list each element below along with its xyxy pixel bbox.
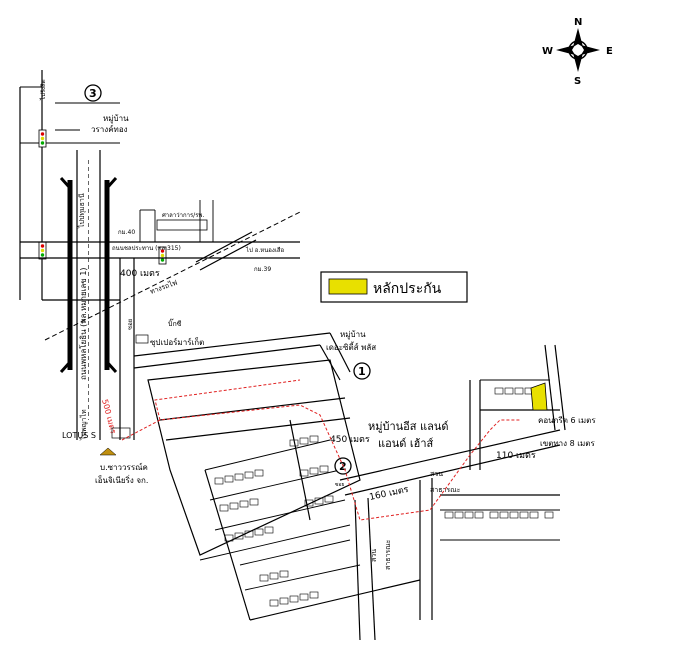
compass-rose: N S W E [542, 17, 613, 87]
marker-1-circle [353, 362, 371, 380]
label-village-east-2: แอนด์ เฮ้าส์ [378, 437, 434, 450]
label-soi-2: ซอย [335, 482, 344, 488]
label-to-rangsit: ไปรังสิต [39, 79, 47, 101]
label-hospital: ศาลาว่าการ/รพ. [162, 212, 204, 219]
legend-swatch [328, 278, 368, 295]
marker-2-label: 2 [339, 460, 347, 473]
compass-east-arrow [581, 45, 600, 55]
compass-s-label: S [574, 76, 581, 87]
label-road-width: เขตทาง 8 เมตร [540, 439, 595, 448]
hospital-block [156, 219, 208, 231]
lotus-store [111, 427, 131, 439]
label-village-city: หมู่บ้าน [340, 330, 366, 340]
compass-w-label: W [542, 46, 553, 57]
left-road-system: ไปรังสิต 3 หมู่บ้าน วรางค์ทอง [19, 70, 167, 301]
marker-1-label: 1 [358, 365, 366, 378]
label-public-2: สาธารณะ [384, 539, 392, 570]
traffic-light-icon [38, 241, 47, 260]
label-dist-110: 110 เมตร [496, 451, 536, 461]
compass-n-label: N [574, 17, 582, 28]
label-km40: กม.40 [118, 229, 135, 236]
subdivision-grid [147, 359, 421, 621]
label-bigc: บิ๊กซี [168, 318, 182, 328]
label-supermarket: ซุปเปอร์มาร์เก็ต [150, 337, 204, 347]
label-dist-500: 500 เมตร [100, 398, 118, 435]
label-park-2: สวน [370, 549, 378, 562]
traffic-light-icon [158, 246, 167, 265]
marker-3-circle [84, 84, 102, 102]
label-to-pathumthani: ไปปทุมธานี [77, 193, 86, 229]
label-km39: กม.39 [254, 266, 271, 273]
label-concrete: คอนกรีต 6 เมตร [538, 416, 596, 425]
label-public: สาธารณะ [430, 486, 461, 494]
label-village-east: หมู่บ้านอีส แลนด์ [368, 420, 449, 433]
label-lotus: LOTUS S [62, 431, 96, 440]
main-highway: ไปปทุมธานี ถนนพหลโยธิน (ทล.หมายเลข 1) ไป… [59, 150, 118, 441]
east-area: 450 เมตร หมู่บ้านอีส แลนด์ แอนด์ เฮ้าส์ … [330, 344, 596, 641]
label-dist-450: 450 เมตร [330, 435, 370, 445]
label-dist-400: 400 เมตร [120, 269, 160, 279]
label-park: สวน [430, 470, 443, 478]
compass-south-arrow [573, 53, 583, 72]
marker-3-label: 3 [89, 87, 97, 100]
label-company: บ.ซาววรรณ์ค [100, 462, 148, 472]
route-path [121, 379, 520, 521]
compass-e-label: E [606, 46, 613, 57]
compass-north-arrow [573, 28, 583, 47]
label-road-315: ถนนชลประทาน (ทล.315) [112, 245, 181, 252]
label-village-city-2: เดอะซิตี้ส์ พลัส [326, 341, 376, 352]
road-315: กม.40 ศาลาว่าการ/รพ. ถนนชลประทาน (ทล.315… [20, 200, 300, 279]
label-to-nonglek: ไป อ.หนองเสือ [245, 246, 285, 254]
label-soi: ซอย [127, 319, 134, 330]
road-to-village-city: หมู่บ้าน เดอะซิตี้ส์ พลัส 1 [133, 330, 376, 381]
legend-label: หลักประกัน [373, 281, 442, 297]
label-village-woranat: หมู่บ้าน [103, 114, 129, 124]
legend: หลักประกัน [320, 271, 468, 303]
compass-west-arrow [556, 45, 575, 55]
home-icon [99, 447, 117, 456]
label-to-bangkok: ไปพญาไท [79, 409, 88, 441]
label-village-woranat-2: วรางค์ทอง [91, 124, 128, 134]
traffic-light-icon [38, 129, 47, 148]
label-company-2: เอ็นจิเนียริ่ง จก. [95, 474, 148, 485]
collateral-plot [530, 382, 548, 411]
label-highway: ถนนพหลโยธิน (ทล.หมายเลข 1) [78, 267, 88, 380]
